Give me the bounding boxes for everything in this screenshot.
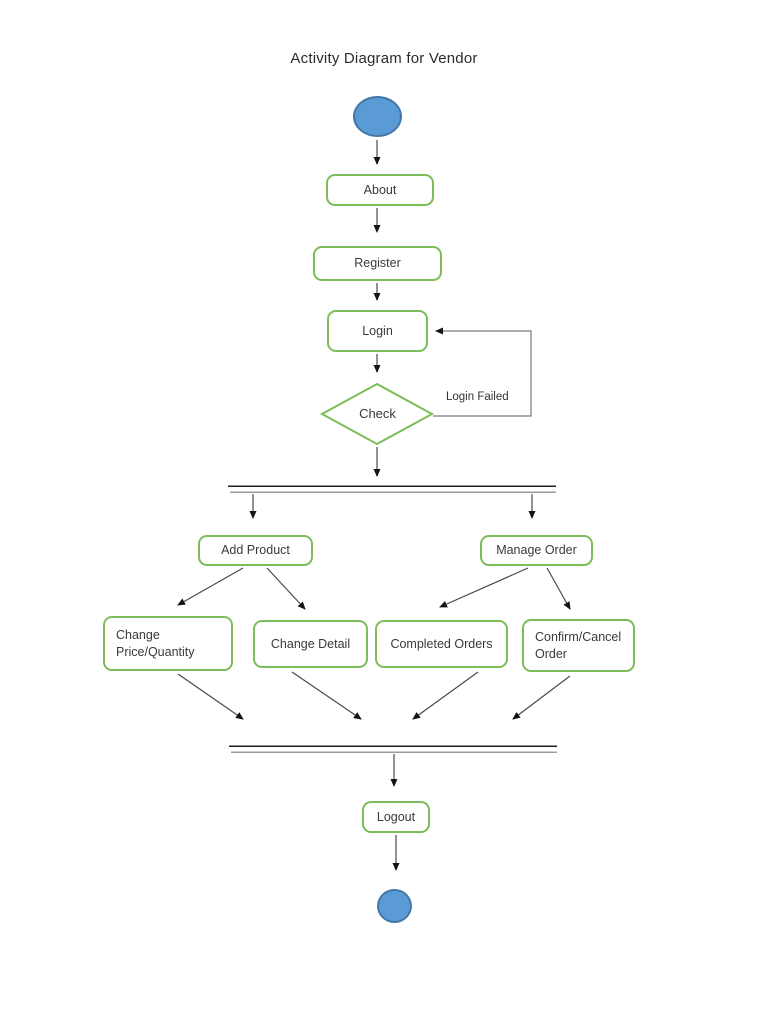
node-change-detail: Change Detail: [253, 620, 368, 668]
edge-addproduct-changedetail: [266, 567, 306, 610]
login-failed-edge-label: Login Failed: [446, 391, 509, 403]
node-register: Register: [313, 246, 442, 281]
node-login: Login: [327, 310, 428, 352]
node-about: About: [326, 174, 434, 206]
node-logout: Logout: [362, 801, 430, 833]
edge-check-login-loop: [433, 327, 532, 417]
node-manage-order: Manage Order: [480, 535, 593, 566]
node-change-price-quantity: Change Price/Quantity: [103, 616, 233, 671]
edge-manageorder-confirmcancel: [546, 567, 571, 610]
fork-bar: [228, 485, 556, 493]
node-add-product: Add Product: [198, 535, 313, 566]
initial-node: [353, 96, 402, 137]
decision-check-shape: [319, 382, 435, 446]
edge-changeprice-join: [177, 673, 244, 720]
edge-manageorder-completedorders: [439, 567, 529, 608]
diagram-title: Activity Diagram for Vendor: [290, 50, 478, 67]
node-completed-orders: Completed Orders: [375, 620, 508, 668]
final-node: [377, 889, 412, 923]
edge-confirmcancel-join: [512, 675, 571, 720]
decision-check-label: Check: [359, 406, 396, 421]
edge-changedetail-join: [291, 671, 362, 720]
node-confirm-cancel-order: Confirm/Cancel Order: [522, 619, 635, 672]
join-bar: [229, 745, 557, 753]
edge-addproduct-changeprice: [177, 567, 244, 606]
edge-completedorders-join: [412, 671, 479, 720]
